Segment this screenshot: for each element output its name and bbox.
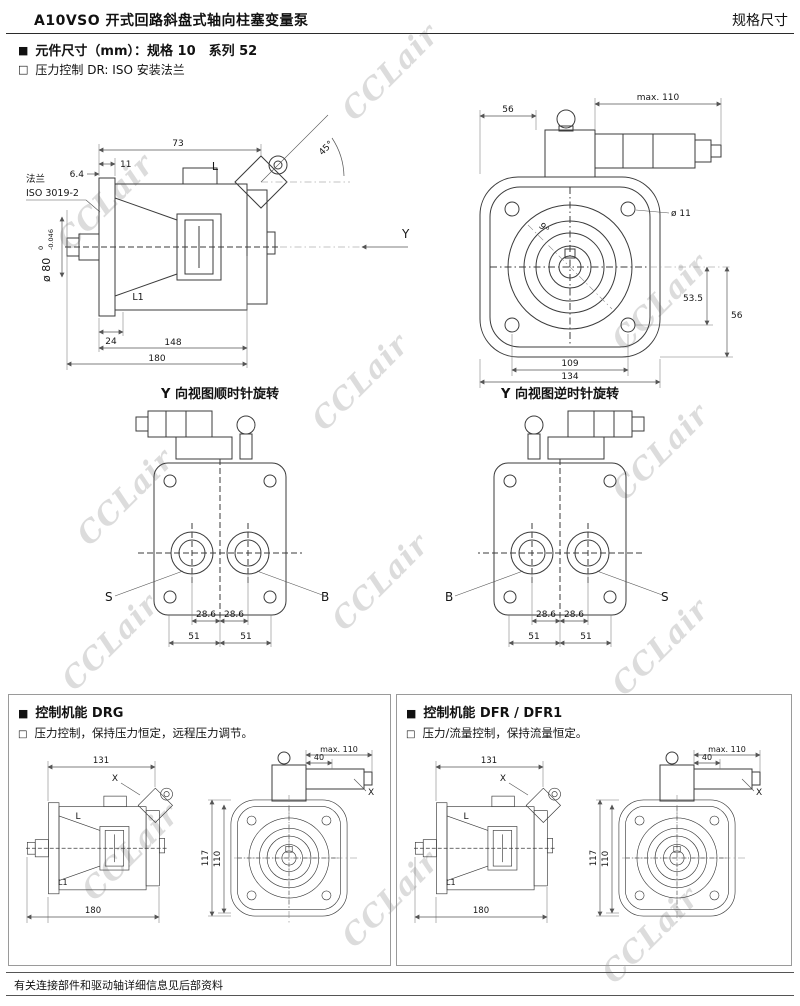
dim-11-label: 11 <box>120 160 131 170</box>
page-title: A10VSO 开式回路斜盘式轴向柱塞变量泵 <box>34 13 309 29</box>
port-s-label: S <box>661 590 669 604</box>
dim-117-label: 117 <box>201 850 211 866</box>
bullet-open-icon: □ <box>18 63 29 76</box>
flange-label-line1: 法兰 <box>26 173 45 185</box>
dim-28.6-right: 28.6 <box>564 610 584 620</box>
dim-180-label: 180 <box>148 354 165 364</box>
y-view-ccw-block: Y 向视图逆时针旋转 B S 28.6 28.6 51 51 <box>425 383 695 662</box>
control-line: □ 压力控制 DR: ISO 安装法兰 <box>18 61 185 78</box>
panel-drg: ■ 控制机能 DRG □ 压力控制，保持压力恒定，远程压力调节。 131 X L <box>8 694 391 966</box>
dim-56-top-label: 56 <box>502 105 514 115</box>
drawing-y-view-ccw: B S 28.6 28.6 51 51 <box>445 410 669 647</box>
drawing-drg: 131 X L L1 180 max. 110 40 X <box>26 745 374 923</box>
panel-dfr-desc: 压力/流量控制，保持流量恒定。 <box>422 726 588 740</box>
front-view-valve <box>544 109 722 178</box>
label-L: L <box>212 160 219 173</box>
bullet-filled-icon: ■ <box>18 707 29 720</box>
dim-24-label: 24 <box>105 337 117 347</box>
dim-max110-label: max. 110 <box>708 745 746 754</box>
panel-drg-desc-row: □ 压力控制，保持压力恒定，远程压力调节。 <box>18 725 381 741</box>
label-X2: X <box>756 788 762 798</box>
dfr-dimensions: 131 X L L1 180 max. 110 40 X <box>414 745 762 923</box>
bullet-open-icon: □ <box>406 729 416 740</box>
angle-45-label: 45° <box>317 139 335 157</box>
port-s-label: S <box>105 590 113 604</box>
panel-dfr-title: 控制机能 DFR / DFR1 <box>423 706 563 721</box>
port-b-label: B <box>321 590 329 604</box>
panel-dfr-desc-row: □ 压力/流量控制，保持流量恒定。 <box>406 725 782 741</box>
drawing-y-view-cw: S B 28.6 28.6 51 51 <box>105 410 329 647</box>
dim-max110-label: max. 110 <box>637 93 680 103</box>
header-rule <box>6 33 794 34</box>
label-X1: X <box>112 774 118 784</box>
dim-51-right: 51 <box>580 632 591 642</box>
label-X1: X <box>500 774 506 784</box>
front-view-dimensions: max. 110 56 ø 11 53.5 56 109 134 9° <box>479 93 743 388</box>
label-L: L <box>75 812 80 822</box>
bullet-filled-icon: ■ <box>406 707 417 720</box>
dim-28.6-right: 28.6 <box>224 610 244 620</box>
dim-40-label: 40 <box>702 753 712 762</box>
dim-117-label: 117 <box>589 850 599 866</box>
dim-131-label: 131 <box>481 756 497 766</box>
dim-28.6-left: 28.6 <box>196 610 216 620</box>
dim-51-right: 51 <box>240 632 251 642</box>
dim-73-label: 73 <box>172 139 183 149</box>
y-view-cw-title: Y 向视图顺时针旋转 <box>161 387 279 402</box>
footer-rule-bottom <box>6 995 794 996</box>
spec-line-text: 元件尺寸（mm）：规格 10 系列 52 <box>35 44 258 59</box>
label-L1: L1 <box>58 878 68 887</box>
spec-line: ■ 元件尺寸（mm）：规格 10 系列 52 <box>18 40 257 59</box>
drawing-dfr: 131 X L L1 180 max. 110 40 X <box>414 745 762 923</box>
drawing-side-view: 73 11 6.4 L 45° Y 法兰 ISO 3019-2 ø 80 0 -… <box>26 114 410 370</box>
panel-dfr-title-row: ■ 控制机能 DFR / DFR1 <box>406 702 782 721</box>
flange-label-line2: ISO 3019-2 <box>26 188 79 199</box>
label-Y: Y <box>401 227 410 241</box>
label-L1: L1 <box>132 292 143 303</box>
dim-110-label: 110 <box>213 851 223 867</box>
y-view-ccw-title: Y 向视图逆时针旋转 <box>501 387 619 402</box>
panel-drg-desc: 压力控制，保持压力恒定，远程压力调节。 <box>34 726 253 740</box>
dim-51-left: 51 <box>188 632 199 642</box>
dia-80-label: ø 80 <box>40 258 53 282</box>
label-X2: X <box>368 788 374 798</box>
dia-80-tol-upper: 0 <box>37 246 45 250</box>
panel-drg-title-row: ■ 控制机能 DRG <box>18 702 381 721</box>
dia-80-tol-lower: -0.046 <box>47 229 55 250</box>
label-L: L <box>463 812 468 822</box>
side-view-dimensions: 73 11 6.4 L 45° Y 法兰 ISO 3019-2 ø 80 0 -… <box>26 114 410 370</box>
y-view-cw-annotations: S B 28.6 28.6 51 51 <box>105 570 329 647</box>
y-view-cw-block: Y 向视图顺时针旋转 S B 28.6 28.6 51 51 <box>85 383 355 662</box>
drg-dimensions: 131 X L L1 180 max. 110 40 X <box>26 745 374 923</box>
dim-53.5-label: 53.5 <box>683 294 703 304</box>
port-b-label: B <box>445 590 453 604</box>
dim-180-label: 180 <box>85 906 101 916</box>
dim-28.6-left: 28.6 <box>536 610 556 620</box>
control-line-text: 压力控制 DR: ISO 安装法兰 <box>35 63 185 77</box>
drawing-front-view: max. 110 56 ø 11 53.5 56 109 134 9° <box>479 93 743 388</box>
dim-148-label: 148 <box>164 338 181 348</box>
bullet-filled-icon: ■ <box>18 44 29 57</box>
dim-110-label: 110 <box>601 851 611 867</box>
y-view-ccw-annotations: B S 28.6 28.6 51 51 <box>445 570 669 647</box>
dim-56-right-label: 56 <box>731 311 743 321</box>
dim-180-label: 180 <box>473 906 489 916</box>
dim-51-left: 51 <box>528 632 539 642</box>
label-L1: L1 <box>446 878 456 887</box>
dim-40-label: 40 <box>314 753 324 762</box>
dia-11-label: ø 11 <box>671 209 691 219</box>
dim-131-label: 131 <box>93 756 109 766</box>
footer-note: 有关连接部件和驱动轴详细信息见后部资料 <box>14 979 223 992</box>
bullet-open-icon: □ <box>18 729 28 740</box>
header-right-label: 规格尺寸 <box>732 13 788 29</box>
dfr-valve-geometry <box>659 751 761 802</box>
dim-max110-label: max. 110 <box>320 745 358 754</box>
panel-drg-title: 控制机能 DRG <box>35 706 124 721</box>
dim-6.4-label: 6.4 <box>70 170 85 180</box>
dim-109-label: 109 <box>561 359 578 369</box>
panel-dfr: ■ 控制机能 DFR / DFR1 □ 压力/流量控制，保持流量恒定。 131 X … <box>396 694 792 966</box>
footer-rule-top <box>6 972 794 973</box>
dim-134-label: 134 <box>561 372 578 382</box>
